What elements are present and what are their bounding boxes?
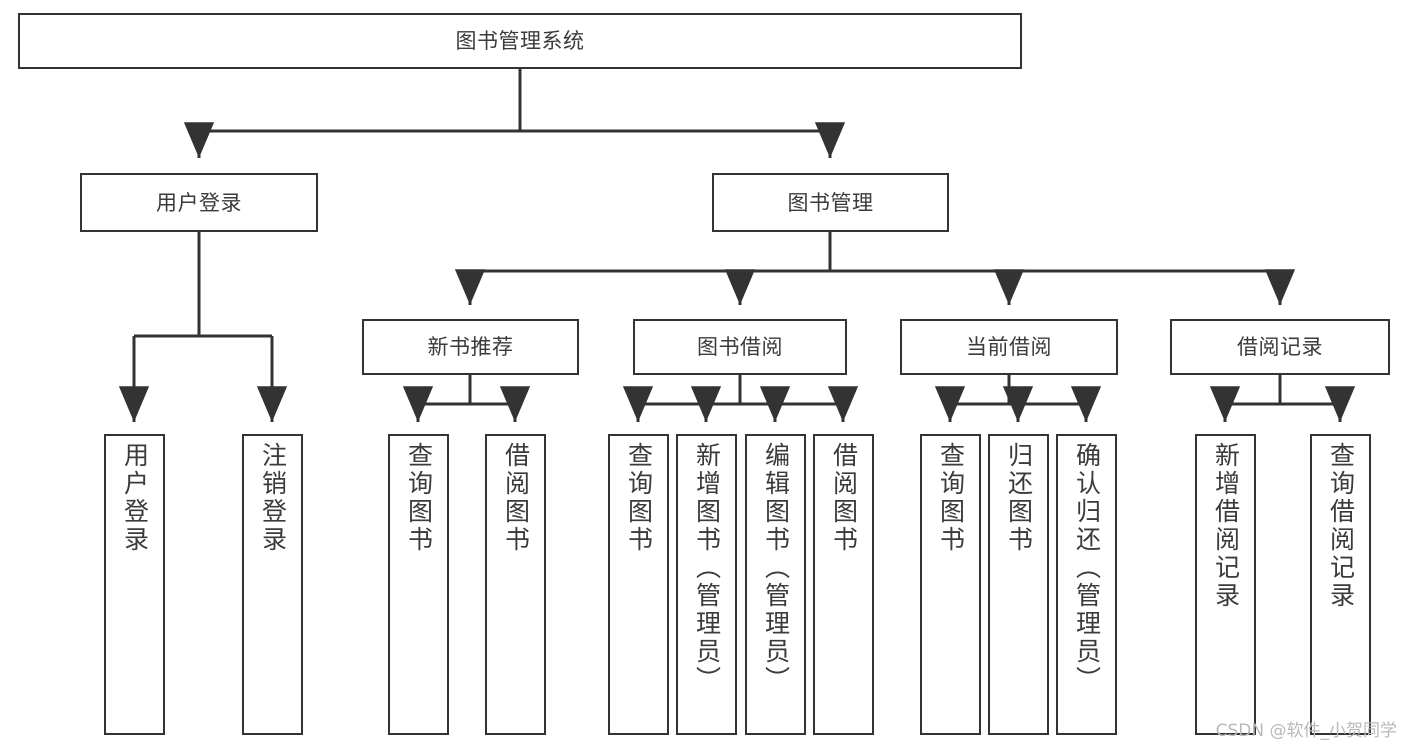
node-book-manage[interactable]: 图书管理: [712, 173, 949, 232]
node-leaf-user-login-label: 用户登录: [120, 442, 150, 554]
edge-group-root: [183, 69, 846, 158]
node-book-borrow-label: 图书借阅: [697, 335, 783, 359]
node-borrow-record[interactable]: 借阅记录: [1170, 319, 1390, 375]
node-leaf-add-record-label: 新增借阅记录: [1211, 442, 1241, 610]
node-user-login[interactable]: 用户登录: [80, 173, 318, 232]
edge-group-borrow-record: [1209, 375, 1356, 422]
node-new-book-rec-label: 新书推荐: [427, 335, 514, 359]
edge-group-new-book-rec: [402, 375, 531, 422]
node-book-manage-label: 图书管理: [787, 190, 874, 215]
node-leaf-confirm-return[interactable]: 确认归还（管理员）: [1056, 434, 1117, 735]
node-root[interactable]: 图书管理系统: [18, 13, 1022, 69]
node-root-label: 图书管理系统: [455, 29, 585, 53]
node-leaf-user-login[interactable]: 用户登录: [104, 434, 165, 735]
node-borrow-record-label: 借阅记录: [1237, 335, 1323, 359]
node-leaf-return-book-label: 归还图书: [1004, 442, 1034, 554]
node-leaf-query-book-1-label: 查询图书: [404, 442, 434, 554]
node-leaf-borrow-book-1[interactable]: 借阅图书: [485, 434, 546, 735]
edge-group-book-manage: [454, 232, 1296, 305]
node-new-book-rec[interactable]: 新书推荐: [362, 319, 579, 375]
node-user-login-label: 用户登录: [156, 190, 242, 215]
node-leaf-add-record[interactable]: 新增借阅记录: [1195, 434, 1256, 735]
edge-group-book-borrow: [622, 375, 859, 422]
node-leaf-add-book-label: 新增图书（管理员）: [692, 442, 722, 694]
node-leaf-add-book[interactable]: 新增图书（管理员）: [676, 434, 737, 735]
node-leaf-query-book-1[interactable]: 查询图书: [388, 434, 449, 735]
node-leaf-edit-book-label: 编辑图书（管理员）: [761, 442, 791, 694]
node-leaf-query-record[interactable]: 查询借阅记录: [1310, 434, 1371, 735]
node-leaf-query-book-3-label: 查询图书: [936, 442, 966, 554]
edge-group-user-login: [118, 232, 288, 422]
node-leaf-borrow-book-1-label: 借阅图书: [501, 442, 531, 554]
node-leaf-logout-label: 注销登录: [258, 442, 288, 554]
node-leaf-query-record-label: 查询借阅记录: [1326, 442, 1356, 610]
node-leaf-logout[interactable]: 注销登录: [242, 434, 303, 735]
node-leaf-borrow-book-2[interactable]: 借阅图书: [813, 434, 874, 735]
node-current-borrow[interactable]: 当前借阅: [900, 319, 1118, 375]
node-leaf-borrow-book-2-label: 借阅图书: [829, 442, 859, 554]
node-leaf-query-book-2[interactable]: 查询图书: [608, 434, 669, 735]
edge-group-current-borrow: [934, 375, 1102, 422]
node-current-borrow-label: 当前借阅: [966, 335, 1052, 359]
node-leaf-return-book[interactable]: 归还图书: [988, 434, 1049, 735]
node-book-borrow[interactable]: 图书借阅: [633, 319, 847, 375]
node-leaf-confirm-return-label: 确认归还（管理员）: [1072, 442, 1102, 694]
node-leaf-edit-book[interactable]: 编辑图书（管理员）: [745, 434, 806, 735]
node-leaf-query-book-3[interactable]: 查询图书: [920, 434, 981, 735]
node-leaf-query-book-2-label: 查询图书: [624, 442, 654, 554]
